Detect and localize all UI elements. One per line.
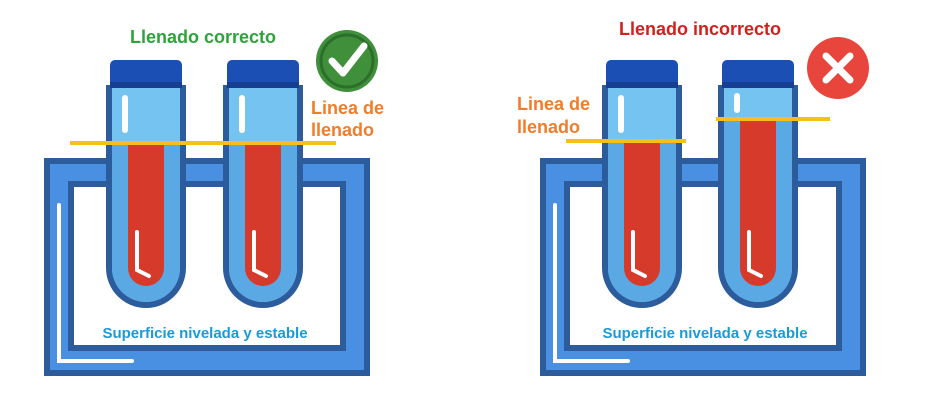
panel-title: Llenado incorrecto	[619, 19, 781, 39]
tube-shine	[122, 95, 128, 133]
tube-liquid-shine	[631, 230, 647, 278]
panel-title: Llenado correcto	[130, 27, 276, 47]
tube-cap	[722, 60, 794, 88]
tube-correct-2	[223, 60, 303, 308]
tube-correct-1	[106, 60, 186, 308]
tube-cap	[606, 60, 678, 88]
surface-label: Superficie nivelada y estable	[602, 325, 807, 342]
tube-blood	[245, 143, 281, 286]
tube-blood	[624, 143, 660, 286]
tube-cap-rim	[110, 82, 182, 88]
tube-shine	[734, 93, 740, 113]
tube-cap	[110, 60, 182, 88]
panel-incorrect: Llenado incorrecto Linea de llenado Supe…	[517, 19, 869, 376]
tube-cap-rim	[722, 82, 794, 88]
rack-highlight	[57, 203, 134, 363]
tube-cap-rim	[606, 82, 678, 88]
panel-correct: Llenado correcto Linea de llenado Superf…	[44, 27, 384, 376]
tube-cap-rim	[227, 82, 299, 88]
tube-incorrect-2	[718, 60, 798, 308]
tube-shine	[239, 95, 245, 133]
tube-liquid-shine	[135, 230, 151, 278]
fill-line-label-line2: llenado	[517, 117, 580, 137]
check-icon	[316, 30, 378, 92]
fill-line-label-line2: llenado	[311, 120, 374, 140]
fill-line-label-line1: Linea de	[517, 94, 590, 114]
tube-blood	[740, 120, 776, 286]
rack-highlight	[553, 203, 630, 363]
tube-incorrect-1	[602, 60, 682, 308]
tube-shine	[618, 95, 624, 133]
tube-blood	[128, 143, 164, 286]
cross-icon	[807, 37, 869, 99]
tube-liquid-shine	[747, 230, 763, 278]
tube-liquid-shine	[252, 230, 268, 278]
tube-rack	[44, 158, 370, 376]
surface-label: Superficie nivelada y estable	[102, 325, 307, 342]
fill-line-label-line1: Linea de	[311, 98, 384, 118]
tube-rack	[540, 158, 866, 376]
tube-cap	[227, 60, 299, 88]
